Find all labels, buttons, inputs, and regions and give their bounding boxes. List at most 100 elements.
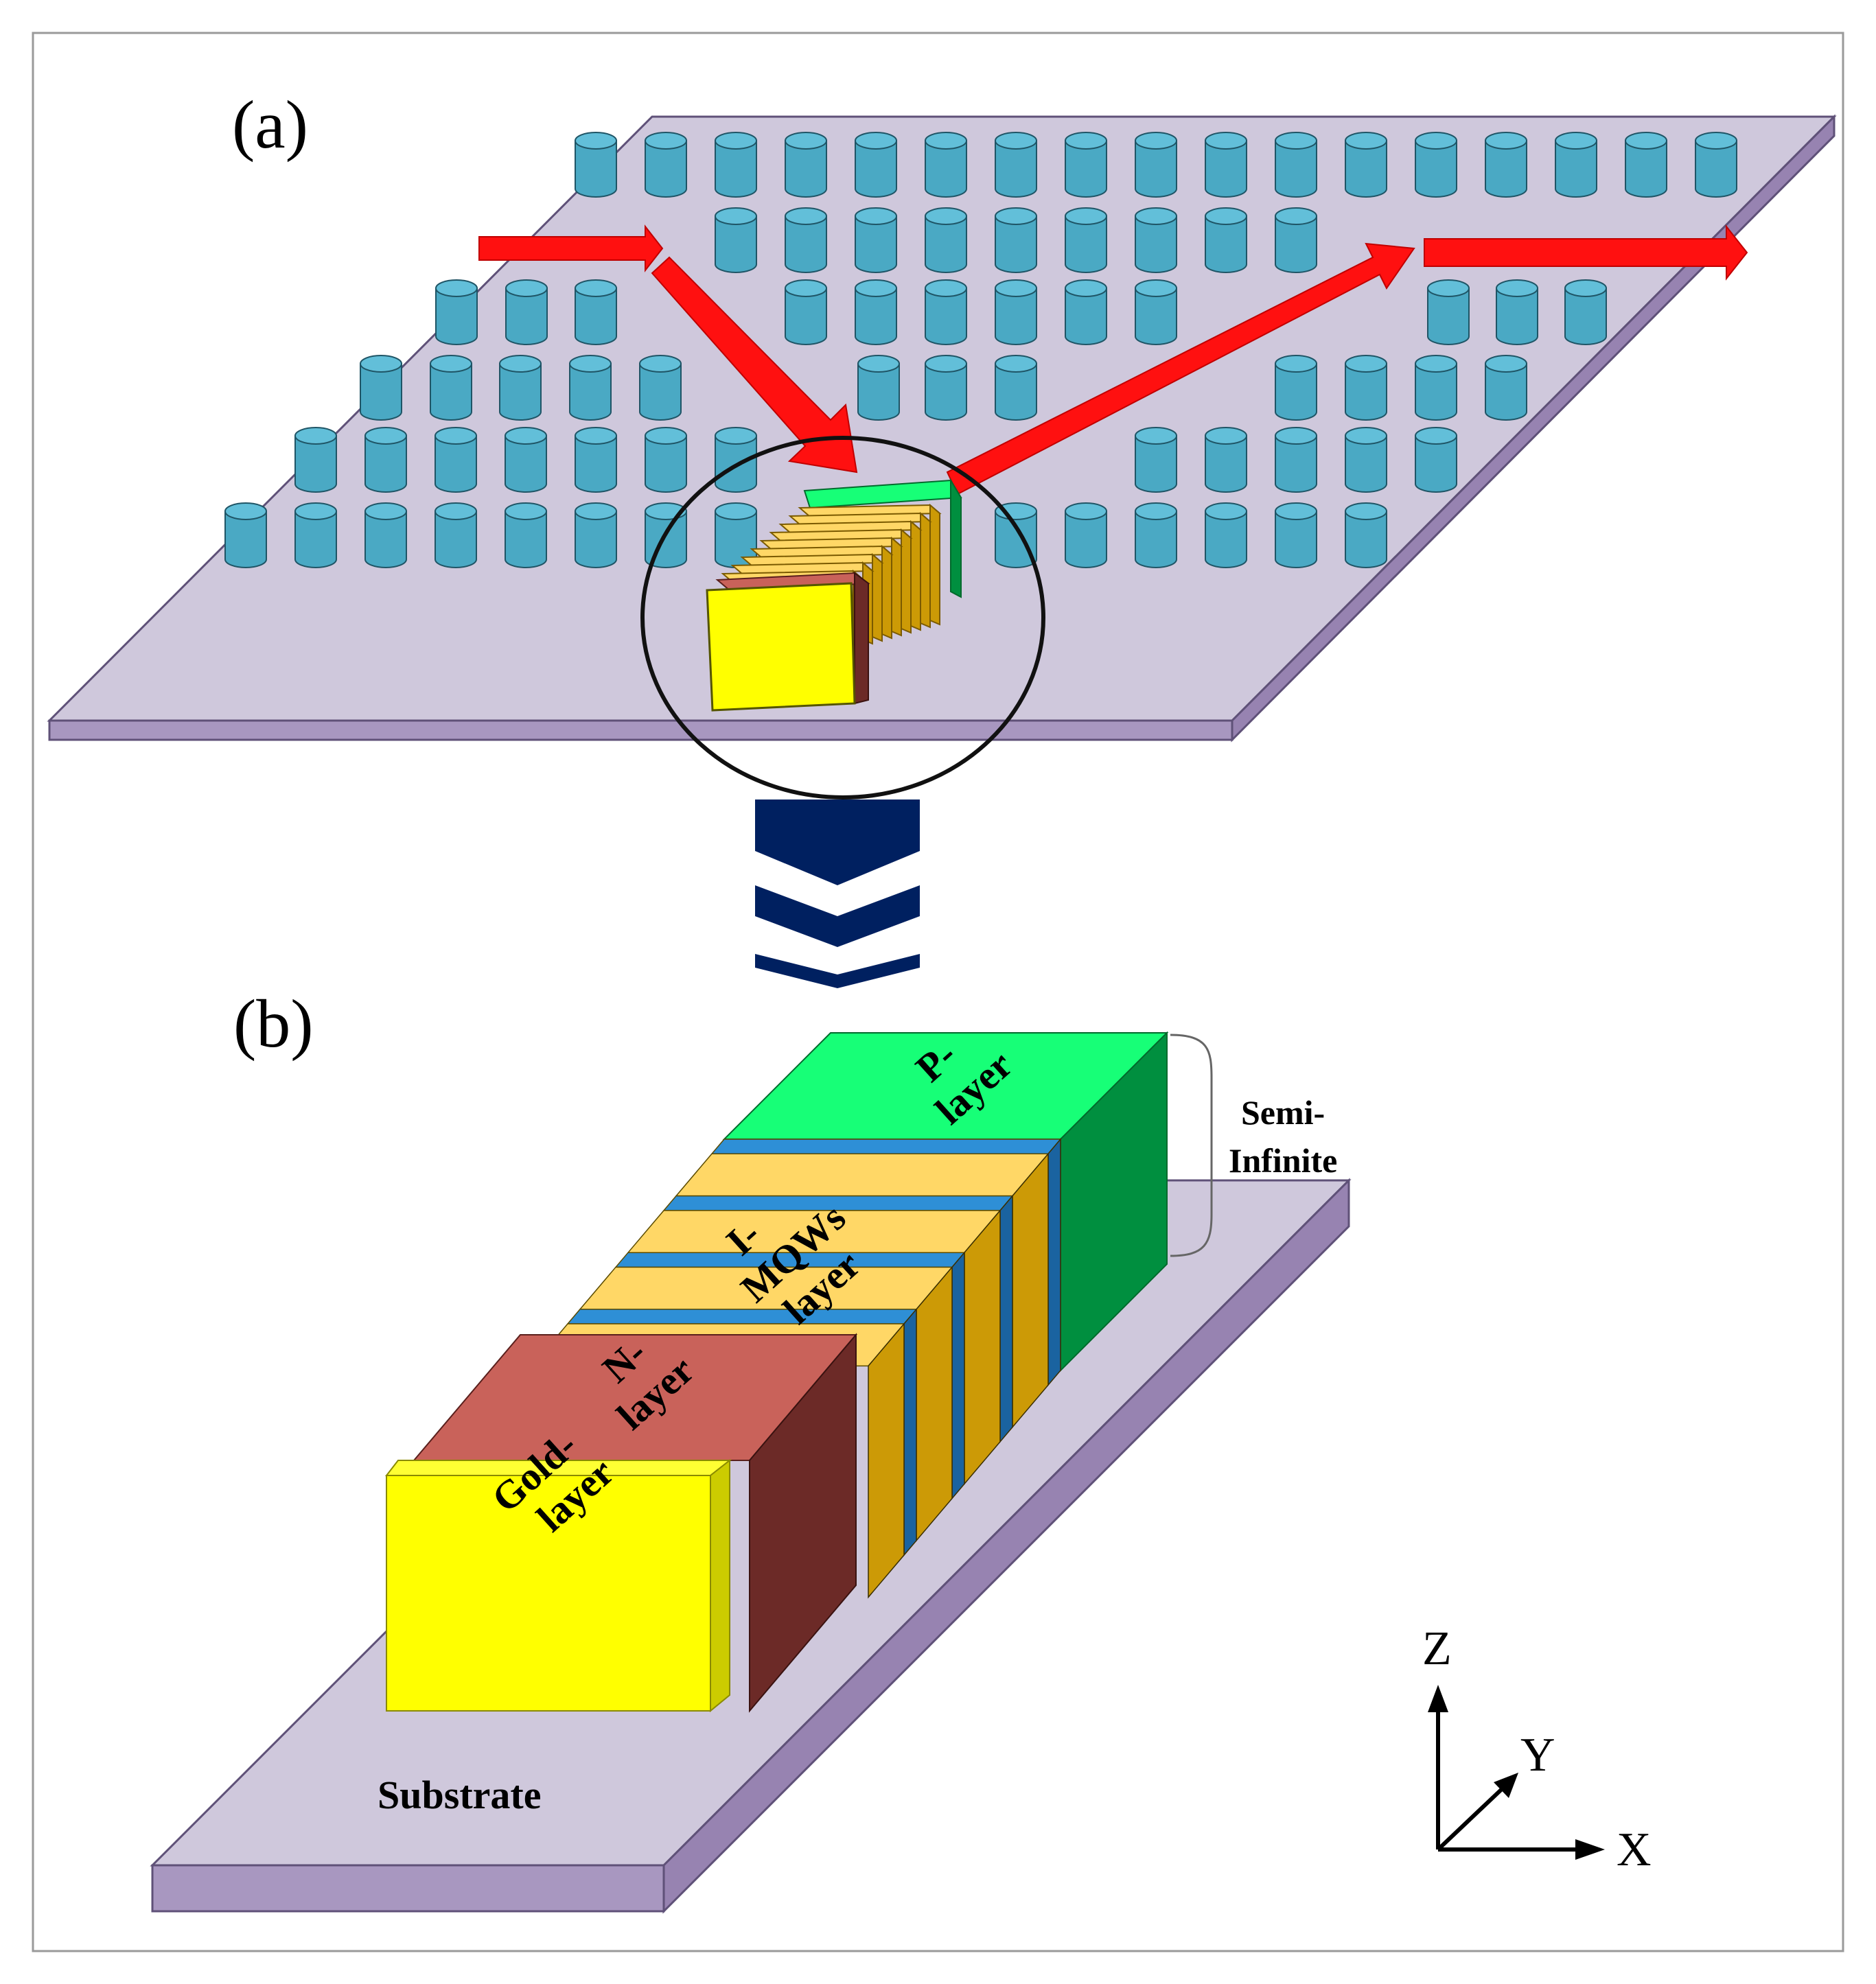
panel-b: P- layer I- MQWs layer N- layer Gold- la… <box>150 985 1352 1914</box>
semi-infinite-label-line1: Semi- <box>1241 1093 1325 1132</box>
gold-layer-front <box>386 1475 711 1712</box>
pillar <box>1695 132 1737 198</box>
pillar-top <box>1275 132 1317 150</box>
pillar-body <box>1275 215 1317 273</box>
pillar-body <box>855 215 897 273</box>
pillar <box>785 207 827 273</box>
pillar-body <box>575 435 617 493</box>
pillar <box>1205 132 1247 198</box>
pillar <box>785 132 827 198</box>
up-diagonal-arrow <box>946 242 1415 495</box>
pillar-body <box>364 511 407 568</box>
pillar-top <box>364 427 407 445</box>
pillar-top <box>1345 502 1387 520</box>
pillar-body <box>1135 511 1177 568</box>
pillar-top <box>1695 132 1737 150</box>
pillar <box>1205 427 1247 493</box>
pillar <box>1485 355 1527 421</box>
zoom-chevrons <box>755 800 920 988</box>
pillar-body <box>785 140 827 198</box>
pillar-top <box>1345 132 1387 150</box>
semi-infinite-bracket <box>1170 1034 1213 1257</box>
pillar <box>569 355 612 421</box>
pillar-body <box>1345 140 1387 198</box>
chevron-2-icon <box>755 885 920 947</box>
pillar-top <box>1135 502 1177 520</box>
pillar-body <box>855 140 897 198</box>
pillar-top <box>855 279 897 297</box>
pillar-top <box>1415 427 1457 445</box>
pillar-body <box>1205 215 1247 273</box>
pillar <box>715 207 757 273</box>
pillar <box>1345 132 1387 198</box>
pillar-top <box>1135 427 1177 445</box>
pillar-top <box>995 279 1037 297</box>
pillar-body <box>1205 511 1247 568</box>
pillar <box>575 132 617 198</box>
pillar-body <box>857 363 900 421</box>
pillar <box>1275 502 1317 568</box>
pillar-top <box>995 355 1037 373</box>
pillar-top <box>715 502 757 520</box>
pillar-top <box>1555 132 1597 150</box>
mini-p-side <box>950 478 962 598</box>
pillar-top <box>499 355 542 373</box>
layer-side <box>1047 1137 1061 1387</box>
y-axis-label: Y <box>1520 1729 1555 1782</box>
pillar-body <box>715 215 757 273</box>
pillar-body <box>499 363 542 421</box>
pillar-body <box>1345 511 1387 568</box>
pillar-top <box>1065 279 1107 297</box>
pillar <box>1345 427 1387 493</box>
pillar-top <box>1065 502 1107 520</box>
quantum-well-layer <box>627 1209 1001 1486</box>
mini-mqw-side <box>881 544 892 640</box>
coordinate-axes: Z Y X <box>1422 1622 1652 1876</box>
zoom-circle <box>640 436 1045 800</box>
pillar-body <box>224 511 267 568</box>
pillar-top <box>505 279 548 297</box>
panel-a-device <box>706 478 962 712</box>
pillar-body <box>1415 140 1457 198</box>
pillar-top <box>505 427 547 445</box>
pillar-body <box>995 363 1037 421</box>
pillar-body <box>1135 288 1177 345</box>
pillar-body <box>925 288 967 345</box>
pillar-top <box>1415 355 1457 373</box>
pillar-top <box>1135 279 1177 297</box>
pillar-top <box>1205 207 1247 225</box>
pillar <box>364 427 407 493</box>
pillar-body <box>1564 288 1607 345</box>
pillar-body <box>435 435 477 493</box>
pillar <box>1275 355 1317 421</box>
quantum-well-layer <box>675 1152 1050 1429</box>
pillar <box>1345 355 1387 421</box>
pillar-top <box>1205 502 1247 520</box>
pillar-top <box>925 355 967 373</box>
pillar-body <box>995 288 1037 345</box>
pillar-top <box>1205 132 1247 150</box>
pillar-body <box>1065 215 1107 273</box>
pillar-top <box>1065 207 1107 225</box>
pillar-top <box>1485 355 1527 373</box>
pillar-body <box>505 511 547 568</box>
pillar-body <box>925 215 967 273</box>
pillar <box>435 279 478 345</box>
pillar-body <box>1555 140 1597 198</box>
pillar-top <box>1135 132 1177 150</box>
pillar-body <box>569 363 612 421</box>
output-arrow <box>1424 224 1748 281</box>
pillar-top <box>1345 355 1387 373</box>
pillar-body <box>1415 435 1457 493</box>
pillar <box>925 355 967 421</box>
pillar-top <box>1496 279 1538 297</box>
pillar <box>995 502 1037 568</box>
pillar-body <box>995 511 1037 568</box>
pillar-top <box>575 279 617 297</box>
barrier-layer <box>710 1137 1062 1387</box>
pillar <box>575 427 617 493</box>
pillar-top <box>505 502 547 520</box>
pillar-body <box>294 435 337 493</box>
pillar-body <box>645 435 687 493</box>
